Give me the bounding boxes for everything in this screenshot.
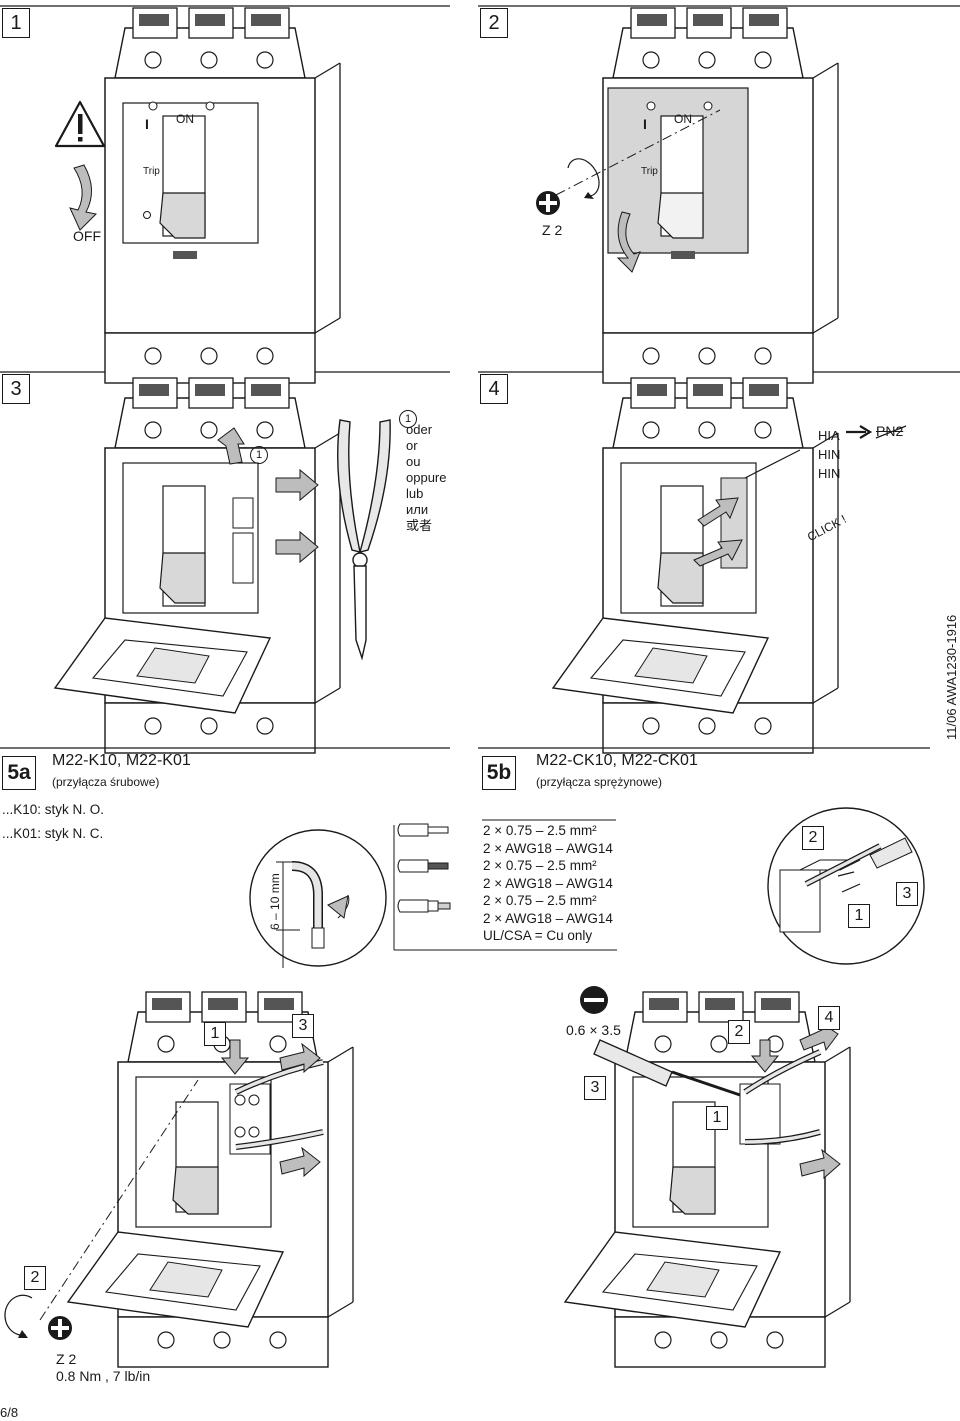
panel3-callout: 1 xyxy=(250,446,268,464)
wire-spec-list: 2 × 0.75 – 2.5 mm² 2 × AWG18 – AWG14 2 ×… xyxy=(483,822,613,945)
section-5b-title: M22-CK10, M22-CK01 xyxy=(536,752,698,769)
step-2-box: 2 xyxy=(480,8,508,38)
code-hin: HIN xyxy=(818,466,841,481)
warning-icon xyxy=(54,100,106,148)
panel1-on-label: ON xyxy=(176,112,194,126)
code-hin: HIN xyxy=(818,447,841,462)
wire-icon-ferrule xyxy=(397,899,451,913)
wire-spec-row: UL/CSA = Cu only xyxy=(483,928,593,943)
panel2-trip-label: Trip xyxy=(641,166,658,177)
rotate-icon xyxy=(567,158,600,197)
legend-line: or xyxy=(406,438,418,453)
note-k01: ...K01: styk N. C. xyxy=(2,826,104,841)
5b-callout-4: 4 xyxy=(818,1006,840,1030)
panel3-breaker xyxy=(53,377,341,754)
section-5a-title: M22-K10, M22-K01 xyxy=(52,752,191,769)
step-1-box: 1 xyxy=(2,8,30,38)
panel2-tool-label: Z 2 xyxy=(542,222,563,238)
right-arrow-icon-5a-top xyxy=(279,1042,321,1074)
right-arrow-icon-5b-bottom xyxy=(799,1148,841,1180)
wire-icon-stranded xyxy=(397,859,449,873)
legend-line: или xyxy=(406,502,429,517)
right-arrow-icon-5a-bottom xyxy=(279,1146,321,1178)
detail-callout-2: 2 xyxy=(802,826,824,850)
legend-line: 或者 xyxy=(406,518,433,533)
pn2-label: PN2 xyxy=(876,423,904,439)
phillips-screw-icon xyxy=(536,191,560,215)
legend-number: 1 xyxy=(399,410,417,428)
panel2-breaker xyxy=(602,7,839,384)
panel1-breaker xyxy=(104,7,341,384)
page-number: 6/8 xyxy=(0,1405,19,1420)
off-arrow-icon xyxy=(69,164,98,231)
wire-spec-row: 2 × AWG18 – AWG14 xyxy=(483,875,613,891)
5b-wiring-breaker xyxy=(563,991,851,1368)
5b-callout-1: 1 xyxy=(706,1106,728,1130)
detail-callout-3: 3 xyxy=(896,882,918,906)
lift-arrow-icon xyxy=(217,427,245,465)
section-5b-label: 5b xyxy=(482,756,516,790)
section-5a-label: 5a xyxy=(2,756,36,790)
detail-callout-1: 1 xyxy=(848,904,870,928)
5b-callout-3: 3 xyxy=(584,1076,606,1100)
screwdriver-icon xyxy=(593,1039,741,1097)
pliers-icon xyxy=(337,419,391,661)
5a-callout-3: 3 xyxy=(292,1014,314,1038)
rotate-icon-5a xyxy=(4,1294,33,1336)
wire-spec-row: 2 × AWG18 – AWG14 xyxy=(483,840,613,856)
wire-spec-row: 2 × 0.75 – 2.5 mm² xyxy=(483,893,597,908)
section-5a-subtitle: (przyłącza śrubowe) xyxy=(52,775,160,789)
panel2-on-mark: I xyxy=(643,116,647,132)
legend-line: oder xyxy=(406,422,433,437)
5a-tool-label: Z 2 xyxy=(56,1351,77,1367)
contact-notes: ...K10: styk N. O. ...K01: styk N. C. xyxy=(2,798,104,846)
wire-spec-row: 2 × 0.75 – 2.5 mm² xyxy=(483,823,597,838)
section-5b-subtitle: (przyłącza sprężynowe) xyxy=(536,775,663,789)
panel1-trip-label: Trip xyxy=(143,166,160,177)
5a-wiring-breaker xyxy=(66,991,354,1368)
phillips-screw-icon-5a xyxy=(48,1316,72,1340)
5a-callout-2: 2 xyxy=(24,1266,46,1290)
panel1-on-mark: I xyxy=(145,116,149,132)
5a-callout-1: 1 xyxy=(204,1022,226,1046)
step-4-box: 4 xyxy=(480,374,508,404)
cover-removal-arrow-icon xyxy=(616,211,641,273)
down-arrow-icon-5b xyxy=(750,1039,780,1073)
pull-arrow-icon-bottom xyxy=(275,530,319,564)
insert-arrow-icon-top xyxy=(697,497,739,527)
wire-spec-row: 2 × AWG18 – AWG14 xyxy=(483,910,613,926)
strip-length-label: 6 – 10 mm xyxy=(268,873,282,930)
screwdriver-size-label: 0.6 × 3.5 xyxy=(566,1022,621,1038)
legend-line: lub xyxy=(406,486,424,501)
note-k10: ...K10: styk N. O. xyxy=(2,802,105,817)
pull-arrow-icon-top xyxy=(275,468,319,502)
auxiliary-contact-codes: HIA HIN HIN xyxy=(818,426,840,483)
down-arrow-icon xyxy=(220,1039,250,1075)
step-3-box: 3 xyxy=(2,374,30,404)
document-code: 11/06 AWA1230-1916 xyxy=(944,614,959,740)
wire-spec-row: 2 × 0.75 – 2.5 mm² xyxy=(483,858,597,873)
torque-label: 0.8 Nm , 7 lb/in xyxy=(56,1368,151,1384)
panel2-on-label: ON xyxy=(674,112,692,126)
wire-strip-detail xyxy=(249,829,387,968)
wire-icon-bare xyxy=(397,823,449,837)
panel4-breaker xyxy=(551,377,839,754)
alternative-tool-legend: oder or ou oppure lub или 或者 xyxy=(406,422,446,534)
insert-arrow-icon-bottom xyxy=(693,539,743,567)
code-hia: HIA xyxy=(818,428,840,443)
legend-line: ou xyxy=(406,454,421,469)
legend-line: oppure xyxy=(406,470,447,485)
5b-callout-2: 2 xyxy=(728,1020,750,1044)
off-label: OFF xyxy=(73,228,101,244)
flat-screwdriver-icon xyxy=(580,986,608,1014)
